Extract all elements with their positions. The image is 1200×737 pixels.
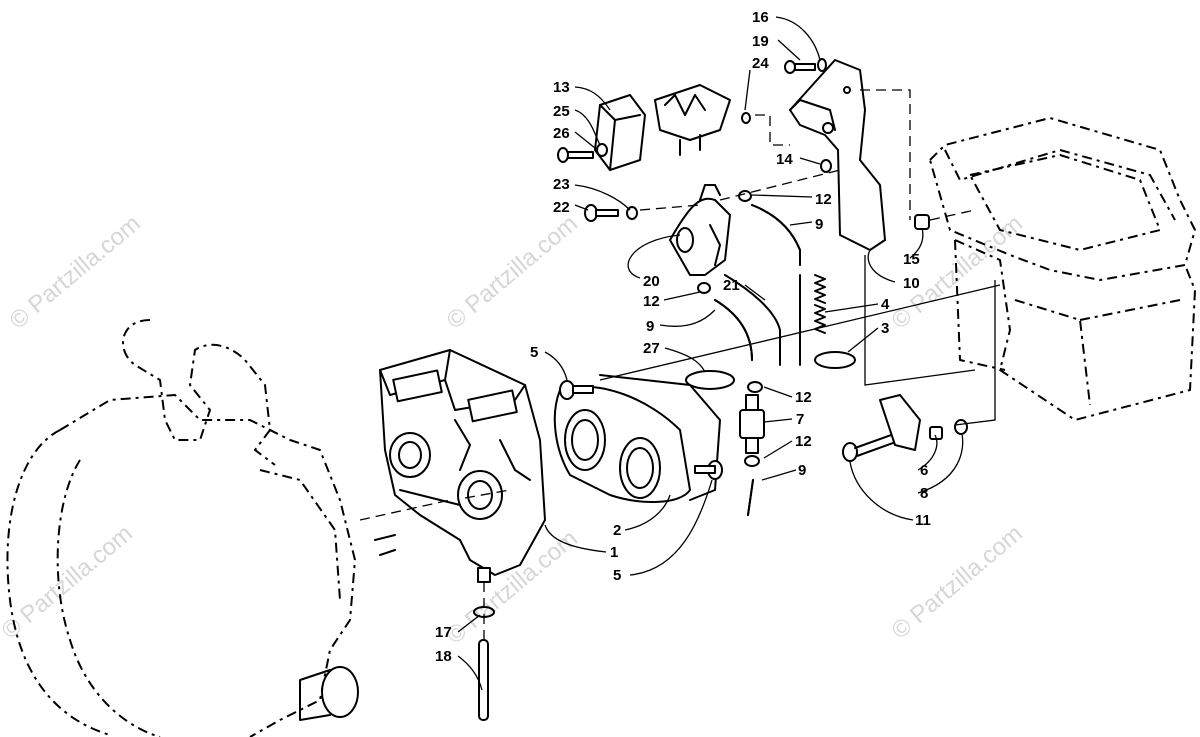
assembly-lines [359, 89, 1001, 521]
screw-26 [564, 151, 594, 159]
callout-15: 15 [903, 251, 920, 268]
callout-12-lower: 12 [795, 389, 812, 406]
callout-14: 14 [776, 151, 793, 168]
callout-8: 8 [920, 485, 928, 502]
module-13 [557, 94, 646, 171]
callout-13: 13 [553, 79, 570, 96]
washer-16 [817, 58, 827, 72]
fuel-filter-7 [739, 394, 765, 454]
clamp-27 [685, 370, 735, 390]
washer-14 [820, 159, 832, 173]
carb-throat-right [457, 470, 503, 520]
callout-22: 22 [553, 199, 570, 216]
callout-10: 10 [903, 275, 920, 292]
hose-clamps [685, 351, 856, 390]
callout-5-upper: 5 [530, 344, 538, 361]
callout-11: 11 [915, 512, 931, 529]
screw-5-lower [694, 460, 723, 480]
nut-15 [914, 214, 930, 230]
carburetor-assembly [379, 349, 546, 583]
callout-6: 6 [920, 462, 928, 479]
engine-outline [6, 319, 396, 737]
clamps-12 [697, 190, 763, 467]
callout-12-upper: 12 [815, 191, 832, 208]
callout-3: 3 [881, 320, 889, 337]
callout-5-lower: 5 [613, 567, 621, 584]
watermark-center: © Partzilla.com [442, 210, 583, 335]
drain-tube-18 [478, 639, 489, 721]
callout-1: 1 [610, 544, 618, 561]
leader-lines [457, 16, 964, 691]
callout-27: 27 [643, 340, 660, 357]
callout-9-lower: 9 [798, 462, 806, 479]
callout-2: 2 [613, 522, 621, 539]
callout-18: 18 [435, 648, 452, 665]
callout-17: 17 [435, 624, 452, 641]
bracket-10 [789, 59, 886, 251]
callout-labels: 16 19 24 13 25 26 14 23 12 22 9 15 20 10… [435, 9, 931, 665]
clamp-3 [814, 351, 856, 369]
callout-9-mid: 9 [646, 318, 654, 335]
callout-12-mid: 12 [643, 293, 660, 310]
airbox-outline [929, 117, 1196, 421]
screw-19 [784, 58, 827, 74]
springs-4 [814, 274, 826, 334]
screw-22 [584, 204, 638, 222]
callout-23: 23 [553, 176, 570, 193]
callout-4: 4 [881, 296, 890, 313]
callout-19: 19 [752, 33, 769, 50]
washer-25 [596, 143, 608, 157]
watermark-lower-left: © Partzilla.com [0, 520, 138, 645]
screw-5-upper [559, 380, 594, 400]
callout-21: 21 [723, 277, 740, 294]
nut-24 [741, 112, 751, 124]
nut-8 [954, 419, 968, 435]
watermark-lower-right: © Partzilla.com [887, 520, 1028, 645]
regulator-assembly [654, 84, 731, 156]
callout-16-top: 16 [752, 9, 769, 26]
engine-shaft-end [321, 666, 359, 718]
callout-25: 25 [553, 103, 570, 120]
callout-12-bottom: 12 [795, 433, 812, 450]
callout-26: 26 [553, 125, 570, 142]
intake-silencer [553, 374, 721, 503]
callout-24: 24 [752, 55, 769, 72]
watermark-side: © Partzilla.com [5, 210, 146, 335]
callout-7: 7 [796, 411, 804, 428]
drain-parts [473, 582, 495, 721]
callout-9-upper: 9 [815, 216, 823, 233]
carb-throat-left [389, 432, 431, 478]
fuel-pump-20 [669, 184, 731, 276]
callout-20: 20 [643, 273, 660, 290]
fuel-hoses [714, 204, 801, 516]
bolt-11 [842, 394, 968, 462]
